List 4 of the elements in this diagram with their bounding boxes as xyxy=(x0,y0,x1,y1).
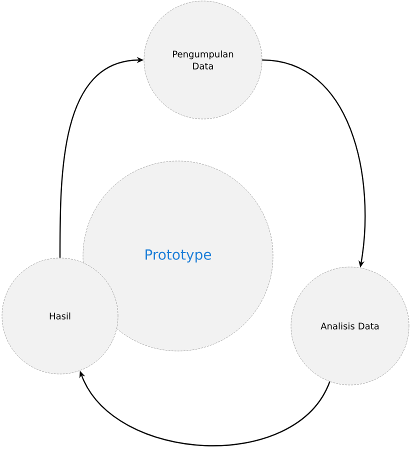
circle-node: Prototype xyxy=(82,160,274,352)
circle-node: Analisis Data xyxy=(290,266,410,386)
circle-node: Pengumpulan Data xyxy=(144,0,262,120)
circle-node: Hasil xyxy=(2,258,118,374)
